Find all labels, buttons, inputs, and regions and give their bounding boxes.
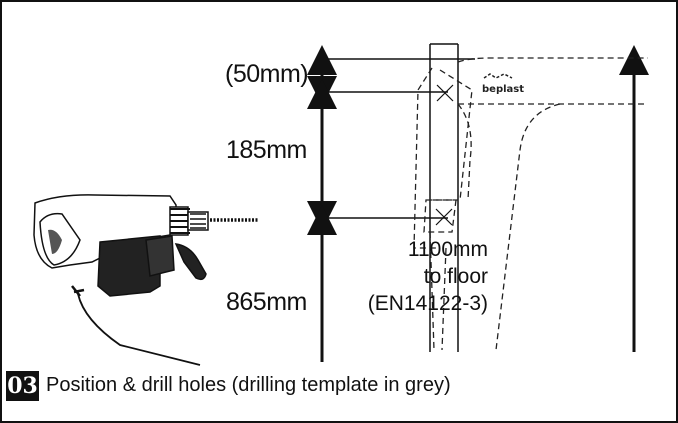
total-height-line3: (EN14122-3) <box>367 292 488 315</box>
brand-logo: beplast <box>482 73 524 95</box>
dim-label-hole-spacing: 185mm <box>226 136 307 164</box>
dim-label-top-offset: (50mm) <box>225 60 309 88</box>
drill-mark-x-icon <box>435 208 453 226</box>
brand-logo-text: beplast <box>482 84 524 95</box>
total-height-line2: to floor <box>423 265 488 288</box>
total-height-line1: 1100mm <box>407 238 488 261</box>
dim-label-lower-height: 865mm <box>226 288 307 316</box>
drilling-template <box>413 57 648 351</box>
step-caption: Position & drill holes (drilling templat… <box>46 374 451 396</box>
drill-mark-x-icon <box>436 84 454 102</box>
pole <box>429 43 459 352</box>
drill-icon <box>33 194 258 366</box>
step-number-badge: 03 <box>6 371 39 401</box>
